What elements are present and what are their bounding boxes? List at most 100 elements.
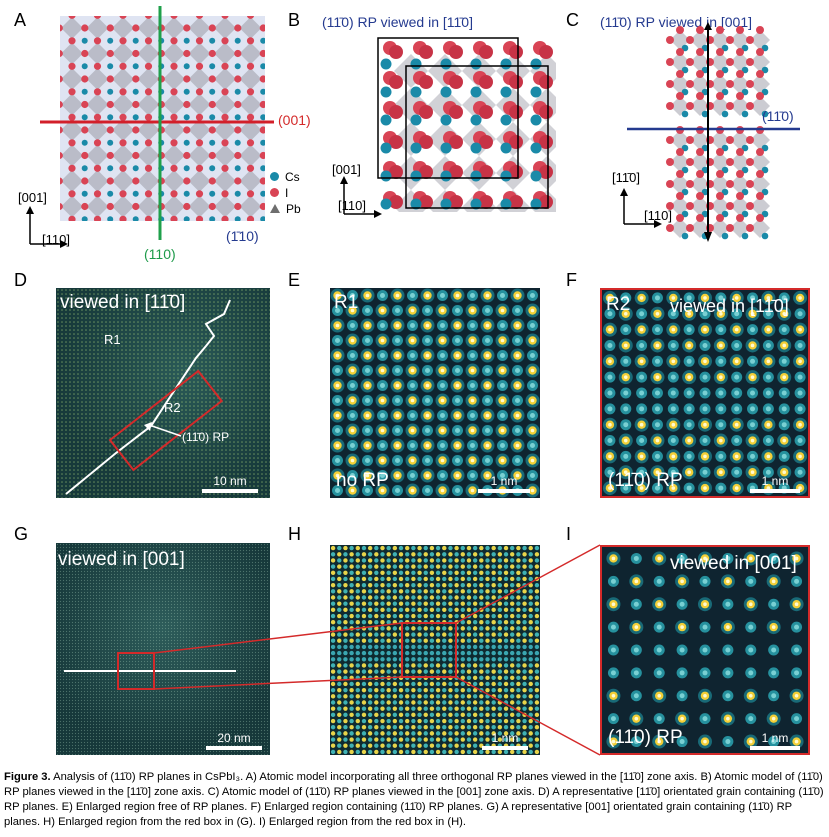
atom — [367, 582, 373, 588]
atom — [746, 58, 754, 66]
atom — [367, 638, 373, 643]
atom — [380, 198, 392, 210]
atom — [423, 737, 428, 742]
atom — [380, 663, 385, 668]
atom — [634, 625, 639, 629]
atom — [701, 88, 709, 96]
atom — [522, 725, 527, 730]
atom — [68, 16, 76, 19]
atom — [503, 687, 509, 693]
atom — [259, 202, 265, 211]
atom — [528, 545, 533, 551]
atom — [491, 589, 496, 594]
atom — [479, 632, 484, 637]
panel-e-bottom-label: no RP — [336, 470, 389, 491]
atom — [761, 44, 769, 52]
atom — [466, 669, 472, 674]
atom — [725, 670, 731, 676]
atom — [666, 224, 674, 232]
atom — [365, 428, 370, 433]
atom — [534, 552, 540, 557]
octahedron — [61, 144, 83, 167]
atom — [429, 725, 435, 730]
atom — [335, 353, 340, 358]
atom — [170, 113, 178, 121]
atom — [522, 718, 527, 724]
atom — [234, 37, 241, 44]
atom — [448, 632, 453, 637]
atom — [349, 650, 354, 656]
atom — [442, 743, 447, 748]
atom — [534, 712, 540, 718]
atom — [671, 454, 676, 459]
atom — [761, 88, 769, 96]
atom — [666, 158, 674, 166]
octahedron — [137, 144, 160, 167]
atom — [60, 126, 63, 134]
atom — [330, 576, 336, 582]
atom — [654, 295, 660, 301]
panel-letter-e: E — [288, 270, 301, 290]
atom — [608, 359, 612, 364]
atom — [687, 343, 691, 348]
atom — [516, 570, 521, 575]
atom — [183, 75, 191, 83]
atom — [530, 368, 535, 373]
atom — [398, 595, 404, 600]
atom — [374, 564, 379, 569]
atom — [472, 632, 478, 637]
atom — [781, 390, 787, 396]
atom — [398, 681, 404, 687]
atom — [761, 144, 769, 152]
atom — [491, 626, 496, 631]
atom — [681, 232, 689, 240]
atom — [497, 687, 503, 693]
atom — [794, 716, 800, 722]
atom — [442, 552, 447, 557]
atom — [395, 413, 400, 418]
atom — [500, 308, 505, 313]
atom — [60, 202, 63, 211]
atom — [454, 601, 459, 606]
atom — [349, 669, 354, 674]
atom — [343, 638, 348, 643]
panel-letter-b: B — [288, 10, 301, 30]
atom — [411, 613, 416, 619]
atom — [361, 706, 367, 711]
atom — [349, 545, 354, 551]
atom — [429, 663, 435, 668]
atom — [516, 687, 521, 693]
atom — [337, 675, 342, 680]
atom — [510, 626, 515, 631]
atom — [522, 669, 527, 674]
atom — [534, 545, 540, 551]
atom — [335, 473, 340, 478]
atom — [349, 663, 354, 668]
atom — [405, 650, 410, 656]
atom — [479, 195, 493, 209]
atom — [411, 626, 416, 631]
atom — [497, 644, 503, 650]
atom — [750, 358, 756, 364]
atom — [365, 368, 370, 373]
atom — [734, 327, 739, 332]
atom — [395, 323, 400, 328]
atom — [765, 469, 771, 475]
atom — [355, 675, 360, 680]
octahedron — [112, 93, 134, 116]
atom — [510, 657, 515, 662]
atom — [761, 110, 769, 118]
atom — [491, 595, 496, 600]
atom — [234, 88, 241, 95]
atom — [195, 37, 204, 45]
atom — [771, 716, 776, 721]
atom — [380, 638, 385, 643]
atom — [782, 470, 787, 475]
atom — [361, 700, 367, 705]
atom — [503, 694, 509, 699]
atom — [429, 644, 435, 650]
axis-110-label-a: [110] — [42, 232, 70, 247]
atom — [503, 545, 509, 551]
atom — [798, 486, 802, 490]
atom — [411, 669, 416, 674]
